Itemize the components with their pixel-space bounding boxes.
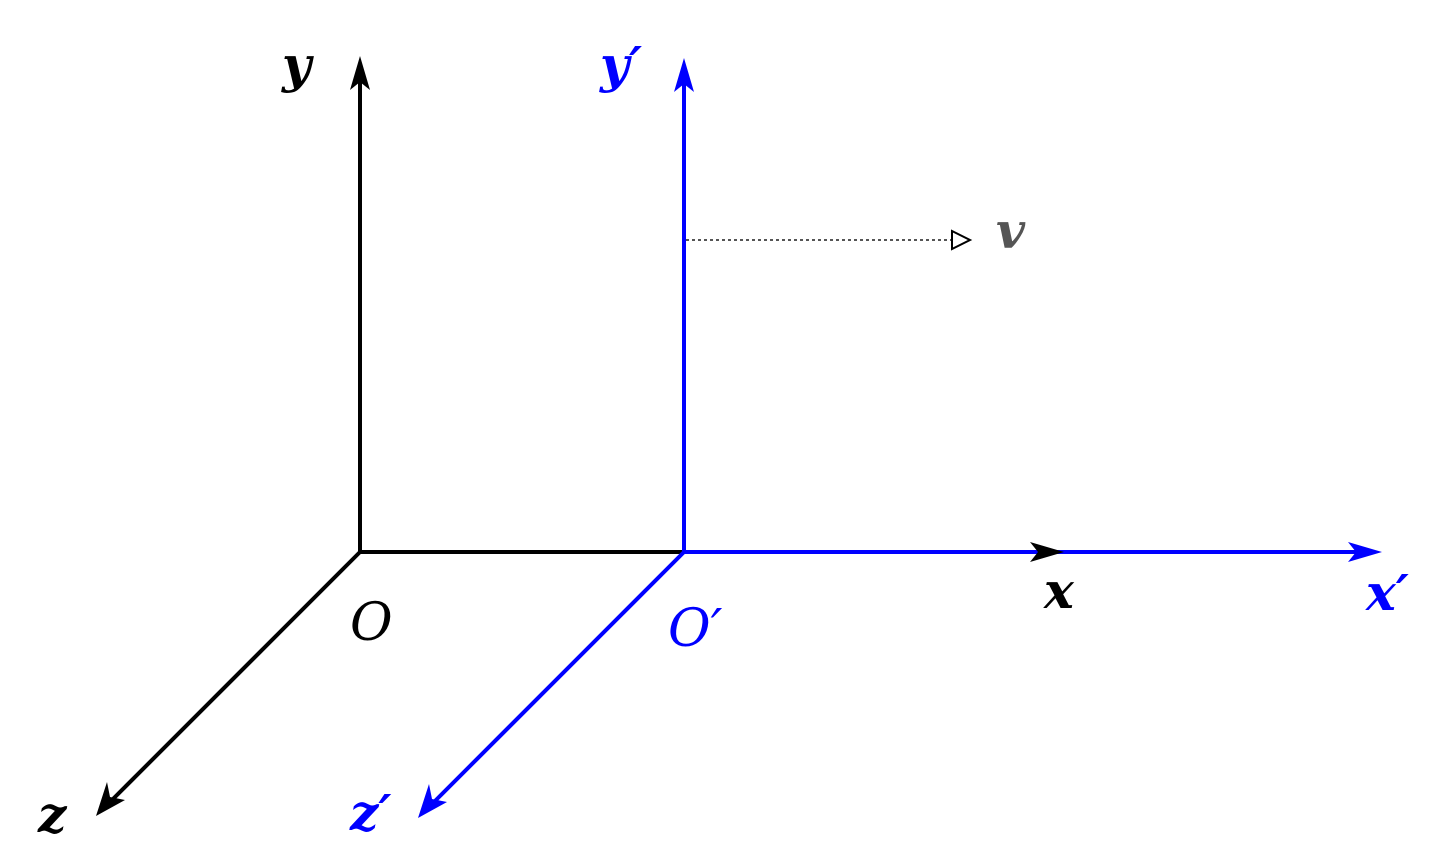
moving-y-label: y′: [599, 35, 642, 94]
rest-y-label: y: [281, 35, 314, 94]
rest-z-axis: [108, 550, 362, 804]
rest-frame: [96, 56, 684, 816]
moving-z-label: z′: [349, 783, 392, 842]
rest-z-arrowhead: [96, 782, 125, 816]
velocity-arrowhead: [951, 229, 973, 251]
moving-z-axis: [430, 550, 686, 806]
rest-origin-label: O: [350, 593, 393, 653]
moving-y-arrowhead: [674, 58, 694, 92]
velocity-arrow: [686, 229, 973, 251]
rest-x-arrowhead: [1030, 542, 1064, 562]
velocity-label: v: [996, 201, 1026, 260]
moving-x-label: x′: [1365, 563, 1409, 622]
rest-y-arrowhead: [350, 56, 370, 90]
moving-frame: [418, 58, 1382, 818]
rest-z-label: z: [37, 785, 68, 844]
moving-z-arrowhead: [418, 784, 447, 818]
rest-x-label: x: [1043, 561, 1075, 620]
moving-x-arrowhead: [1348, 542, 1382, 562]
moving-origin-label: O′: [668, 599, 723, 659]
